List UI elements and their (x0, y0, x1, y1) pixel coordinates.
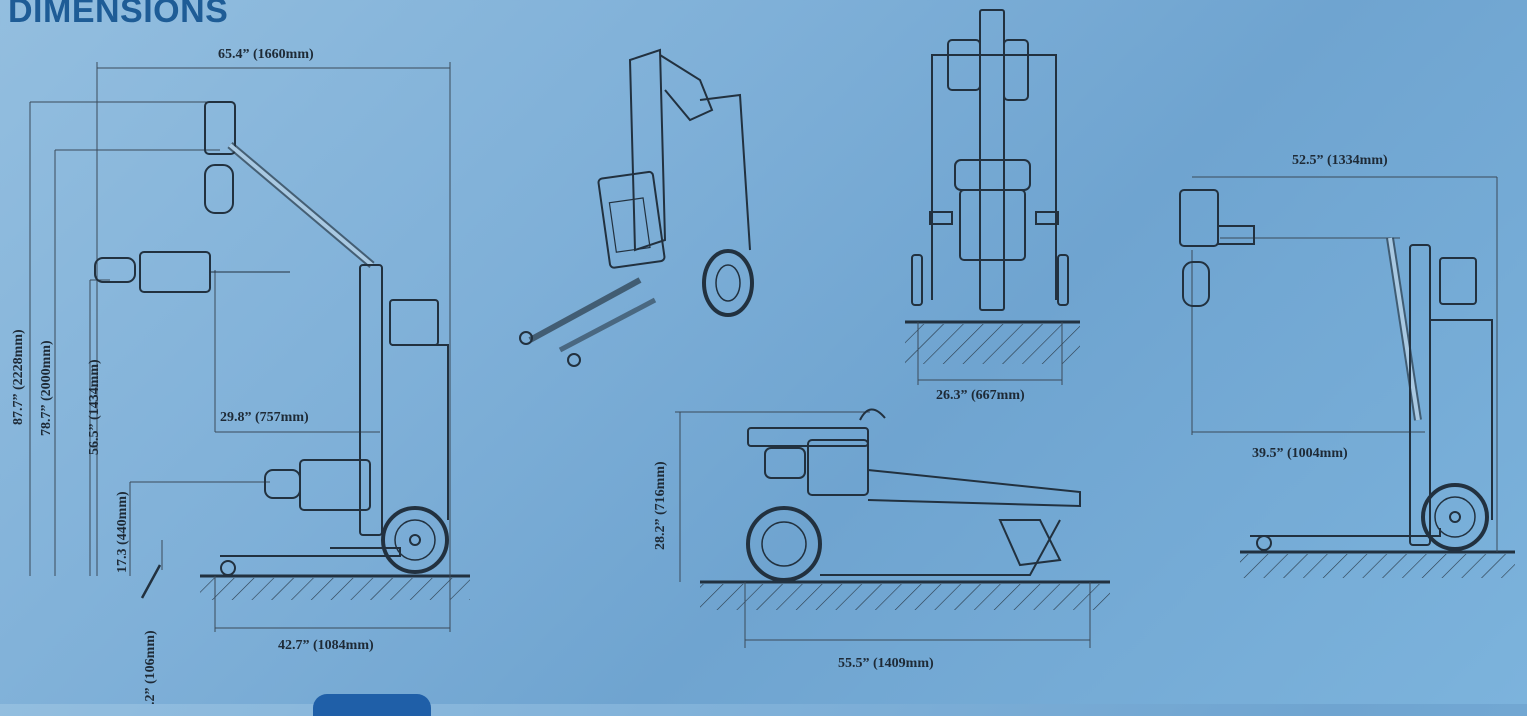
dim-low-height: 17.3 (440mm) (115, 491, 130, 573)
front-view (905, 9, 1080, 385)
ground-hatch-left (200, 578, 470, 600)
dim-height-2000: 78.7” (2000mm) (39, 340, 54, 436)
dim-arm-reach: 29.8” (757mm) (220, 410, 309, 425)
dim-front-width: 26.3” (667mm) (936, 388, 1025, 403)
side-view-left (29, 62, 470, 632)
dim-max-height: 87.7” (2228mm) (11, 329, 26, 425)
brand-logo (313, 694, 431, 716)
dim-right-height: 52.5” (1334mm) (1292, 153, 1388, 168)
dim-base-length: 42.7” (1084mm) (278, 638, 374, 653)
dim-right-reach: 39.5” (1004mm) (1252, 446, 1348, 461)
dim-overall-width: 65.4” (1660mm) (218, 47, 314, 62)
side-view-right (1179, 176, 1515, 578)
dim-folded-length: 55.5” (1409mm) (838, 656, 934, 671)
dim-height-1434: 56.5” (1434mm) (87, 359, 102, 455)
page-title: DIMENSIONS (8, 0, 229, 30)
dim-folded-height: 28.2” (716mm) (653, 461, 668, 550)
perspective-view (519, 48, 754, 367)
folded-view (675, 408, 1110, 648)
dim-ground-clearance: 4.2” (106mm) (143, 630, 158, 704)
